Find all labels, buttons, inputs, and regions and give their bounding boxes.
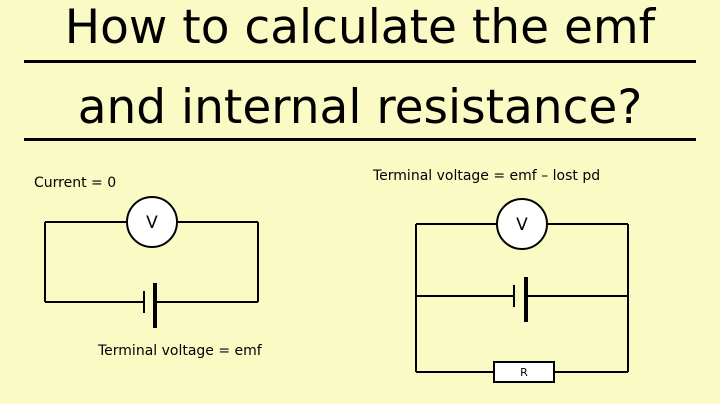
left-voltmeter-label: V bbox=[146, 213, 158, 233]
right-voltmeter: V bbox=[496, 198, 548, 250]
title-line-2-text: and internal resistance? bbox=[77, 80, 643, 135]
title-underline-2 bbox=[24, 138, 696, 141]
left-voltmeter-circle bbox=[126, 196, 178, 248]
resistor-box bbox=[493, 361, 555, 383]
right-voltmeter-circle bbox=[496, 198, 548, 250]
right-terminal-voltage-label: Terminal voltage = emf – lost pd bbox=[373, 168, 601, 184]
resistor-label: R bbox=[520, 366, 528, 379]
right-voltmeter-label: V bbox=[516, 215, 528, 235]
right-resistor: R bbox=[493, 361, 555, 383]
left-current-label: Current = 0 bbox=[34, 175, 117, 191]
left-circuit bbox=[44, 221, 259, 328]
title-line-2: and internal resistance? bbox=[0, 80, 720, 136]
title-line-1-text: How to calculate the emf bbox=[64, 0, 656, 55]
left-voltmeter: V bbox=[126, 196, 178, 248]
title-underline-1 bbox=[24, 60, 696, 63]
left-terminal-voltage-label: Terminal voltage = emf bbox=[98, 343, 262, 359]
right-circuit bbox=[415, 223, 629, 373]
title-line-1: How to calculate the emf bbox=[0, 0, 720, 56]
